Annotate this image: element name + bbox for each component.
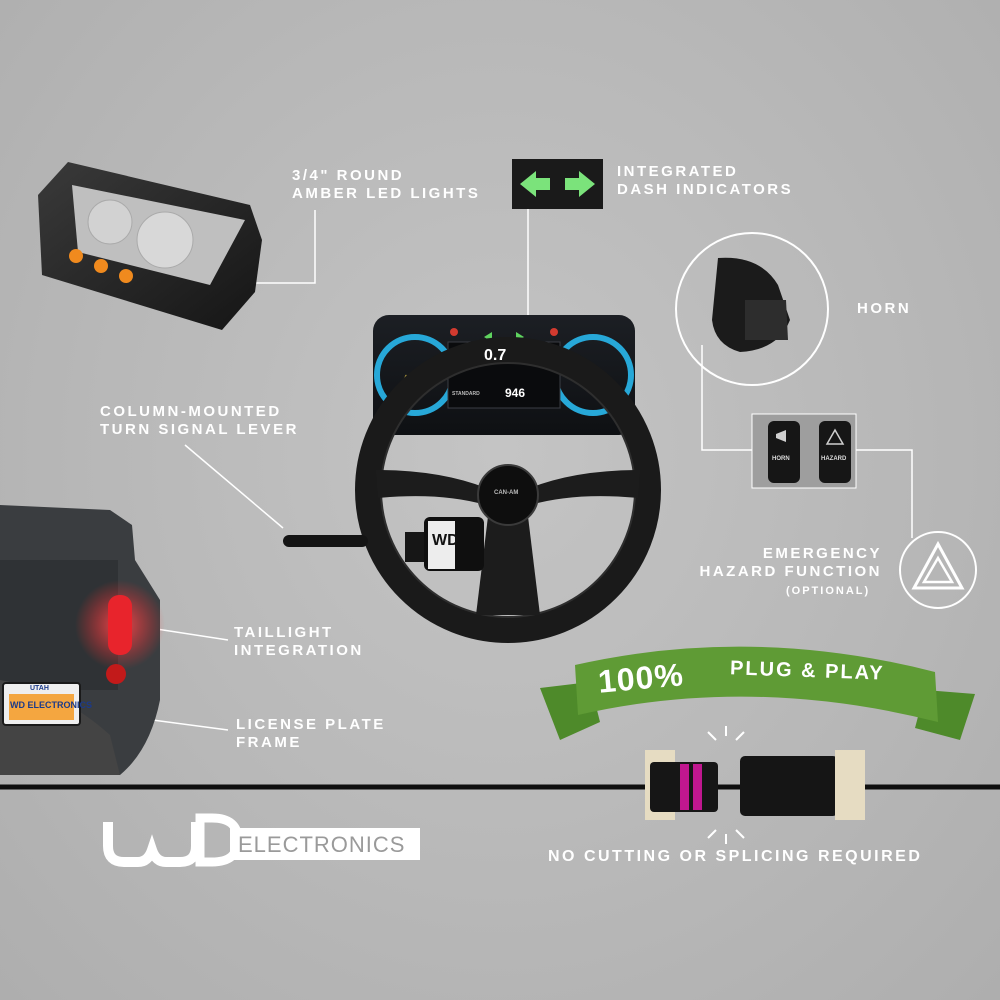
taillight-label: TAILLIGHT INTEGRATION [234,624,364,660]
steering-hub [477,464,539,526]
hazard-switch-text: HAZARD [821,456,847,462]
brand-word-bar [230,828,420,860]
vehicle-rear [0,505,165,775]
dash-mode: STANDARD [452,391,480,397]
connector-right-cap [835,750,865,820]
connector-cable [0,726,1000,844]
license-label: LICENSE PLATE FRAME [236,716,386,752]
amber-led-2 [94,259,108,273]
steering-wheel [283,337,661,643]
right-arrow-icon [565,171,595,197]
dash-indicators-line2: DASH INDICATORS [617,181,794,198]
amber-light-cowl [38,162,262,330]
dash-readout: 946 [505,386,526,400]
dash-speed: 0.7 [484,347,507,364]
connector-caption: NO CUTTING OR SPLICING REQUIRED [548,848,923,865]
plate-text: WD ELECTRONICS [10,700,92,710]
steering-badge: CAN-AM [494,490,519,496]
hazard-switch [819,421,851,483]
horn-switch [768,421,800,483]
brand-word: ELECTRONICS [238,832,406,857]
taillight-line2: INTEGRATION [234,642,364,659]
hazard-triangle-icon [911,540,965,590]
hazard-line1: EMERGENCY [762,545,882,562]
dash-indicator-box [512,159,603,209]
horn-label: HORN [857,300,912,317]
amber-led-1 [69,249,83,263]
turn-signal-label: COLUMN-MOUNTED TURN SIGNAL LEVER [100,403,299,439]
amber-lights-line2: AMBER LED LIGHTS [292,185,481,202]
plug-and-play-banner [540,646,975,740]
license-line1: LICENSE PLATE [236,716,386,733]
turn-signal-lever [283,535,368,547]
module-badge-text: WD [432,532,459,549]
turn-signal-line2: TURN SIGNAL LEVER [100,421,299,438]
left-arrow-icon [520,171,550,197]
hazard-label: EMERGENCY HAZARD FUNCTION [668,545,882,581]
dash-indicators-label: INTEGRATED DASH INDICATORS [617,163,793,199]
brand-logo [103,813,420,867]
horn-switch-text: HORN [772,456,790,462]
wd-module-badge [428,521,455,569]
license-line2: FRAME [236,734,302,751]
dash-indicators-line1: INTEGRATED [617,163,739,180]
banner-percent: 100% [596,656,686,700]
taillight-line1: TAILLIGHT [234,624,334,641]
plate-state: UTAH [30,685,49,692]
switch-panel [751,413,857,489]
brand-mark: WD [110,830,112,831]
hazard-line2: HAZARD FUNCTION [699,563,882,580]
hazard-optional-note: (OPTIONAL) [786,585,871,597]
amber-lights-line1: 3/4" ROUND [292,167,405,184]
hazard-callout [899,531,977,609]
amber-led-3 [119,269,133,283]
amber-lights-label: 3/4" ROUND AMBER LED LIGHTS [292,167,480,203]
taillight [108,595,132,655]
turn-signal-line1: COLUMN-MOUNTED [100,403,282,420]
horn-callout [675,232,829,386]
